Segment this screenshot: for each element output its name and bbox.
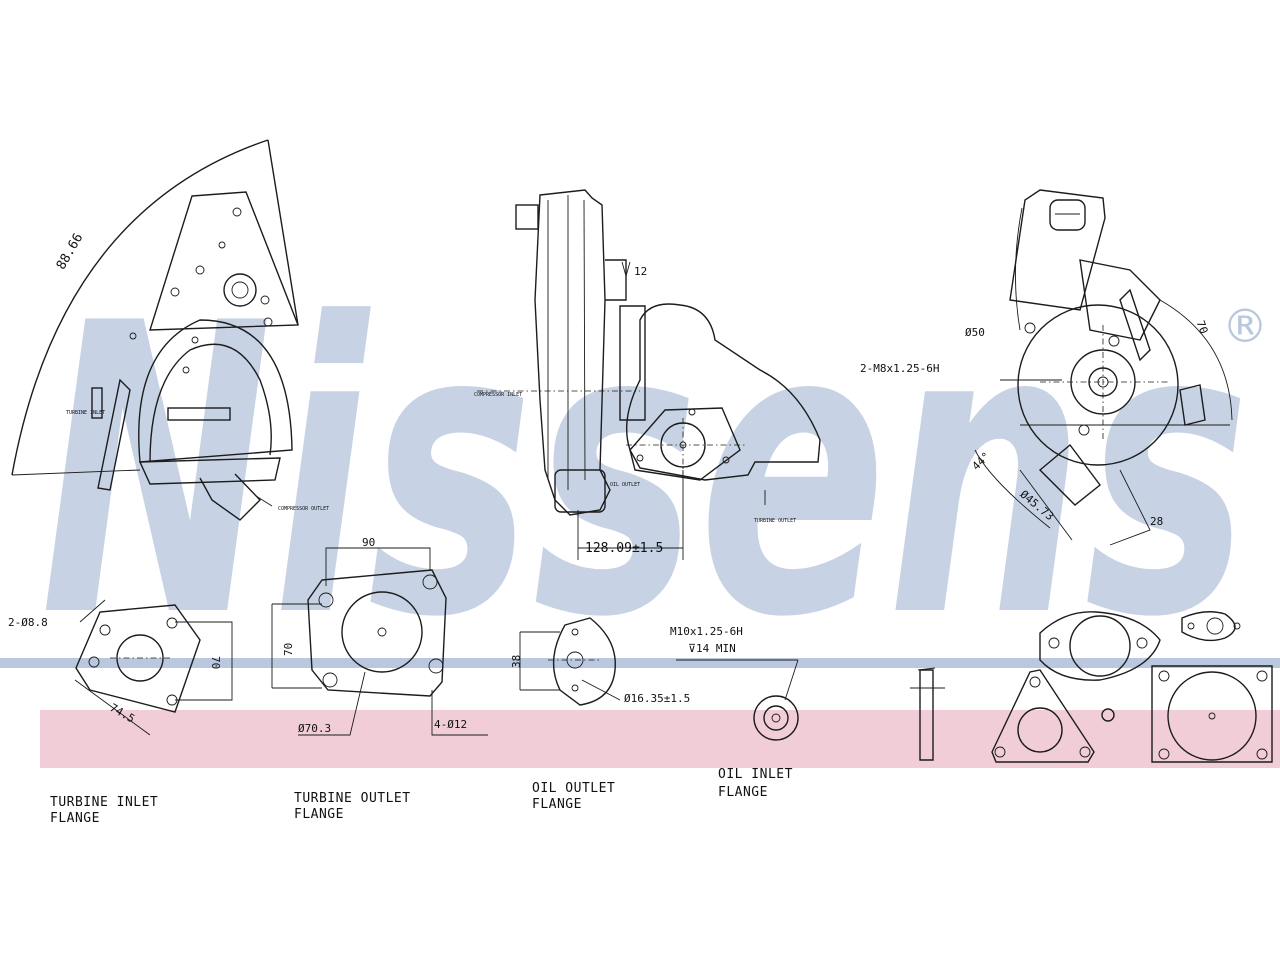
dim-phi-50: Ø50 [965, 326, 985, 339]
view-turbine-side [974, 189, 1233, 546]
registered-mark: ® [1222, 299, 1268, 353]
gaskets-set [910, 611, 1273, 763]
caption-turbine-outlet-2: FLANGE [294, 807, 344, 822]
label-turbine-outlet: TURBINE OUTLET [754, 518, 796, 524]
label-turbine-inlet: TURBINE INLET [66, 410, 105, 416]
view-side-elevation [477, 189, 821, 560]
dim-14-min: ⊽14 MIN [688, 642, 736, 655]
dim-70-inlet: 70 [209, 656, 222, 669]
dim-70-right: 70 [1194, 319, 1211, 336]
label-compressor-outlet: COMPRESSOR OUTLET [278, 506, 329, 512]
dim-phi-70-3: Ø70.3 [298, 722, 331, 735]
turbine-inlet-flange [74, 599, 233, 736]
dim-90: 90 [362, 536, 375, 549]
caption-oil-inlet-1: OIL INLET [718, 767, 793, 782]
view-compressor-side [11, 139, 300, 521]
label-compressor-inlet: COMPRESSOR INLET [474, 392, 522, 398]
dim-128-09: 128.09±1.5 [585, 541, 663, 556]
label-oil-outlet: OIL OUTLET [610, 482, 640, 488]
oil-inlet-flange [676, 659, 799, 741]
dim-38: 38 [510, 655, 523, 668]
caption-turbine-inlet-1: TURBINE INLET [50, 795, 158, 810]
dim-4-phi-12: 4-Ø12 [434, 718, 467, 731]
turbine-outlet-flange [271, 547, 488, 736]
caption-oil-inlet-2: FLANGE [718, 785, 768, 800]
caption-turbine-outlet-1: TURBINE OUTLET [294, 791, 411, 806]
oil-outlet-flange [519, 617, 621, 706]
dim-m10-thread: M10x1.25-6H [670, 625, 743, 638]
caption-oil-outlet-1: OIL OUTLET [532, 781, 615, 796]
dim-m8-thread: 2-M8x1.25-6H [860, 362, 939, 375]
dim-12: 12 [634, 265, 647, 278]
caption-oil-outlet-2: FLANGE [532, 797, 582, 812]
pink-band [40, 710, 1280, 768]
blue-band [0, 658, 1280, 668]
caption-turbine-inlet-2: FLANGE [50, 811, 100, 826]
dim-2-phi-8-8: 2-Ø8.8 [8, 616, 48, 629]
dim-phi-16-35: Ø16.35±1.5 [624, 692, 690, 705]
dim-28: 28 [1150, 515, 1163, 528]
dim-70-outlet: 70 [282, 643, 295, 656]
